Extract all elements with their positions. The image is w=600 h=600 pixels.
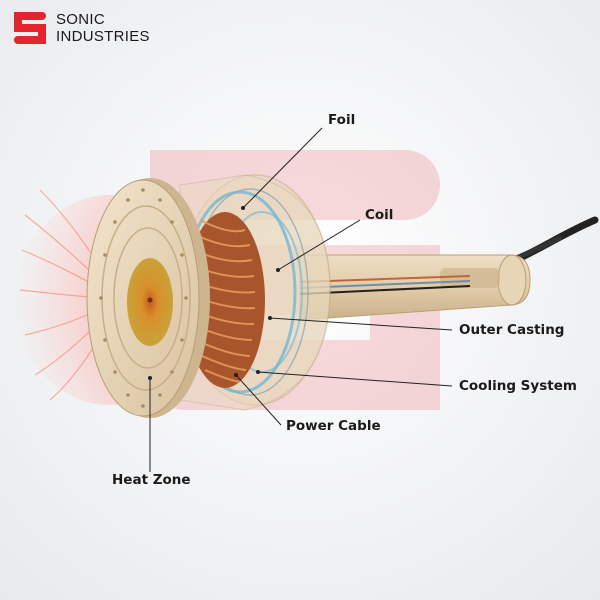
sonic-logo-icon <box>14 12 46 44</box>
label-outer-casting: Outer Casting <box>459 322 565 338</box>
label-coil: Coil <box>365 207 394 223</box>
label-cooling-system: Cooling System <box>459 378 577 394</box>
label-power-cable: Power Cable <box>286 418 381 434</box>
handle <box>299 254 531 321</box>
brand-name: SONIC INDUSTRIES <box>56 11 150 45</box>
face-plate <box>86 178 210 418</box>
leader-lines <box>149 127 453 472</box>
brand-line-1: SONIC <box>56 11 106 28</box>
leader-dots <box>148 206 280 380</box>
brand-logo: SONIC INDUSTRIES <box>12 10 150 46</box>
brand-line-2: INDUSTRIES <box>56 28 150 45</box>
label-foil: Foil <box>328 112 356 128</box>
label-heat-zone: Heat Zone <box>112 472 191 488</box>
